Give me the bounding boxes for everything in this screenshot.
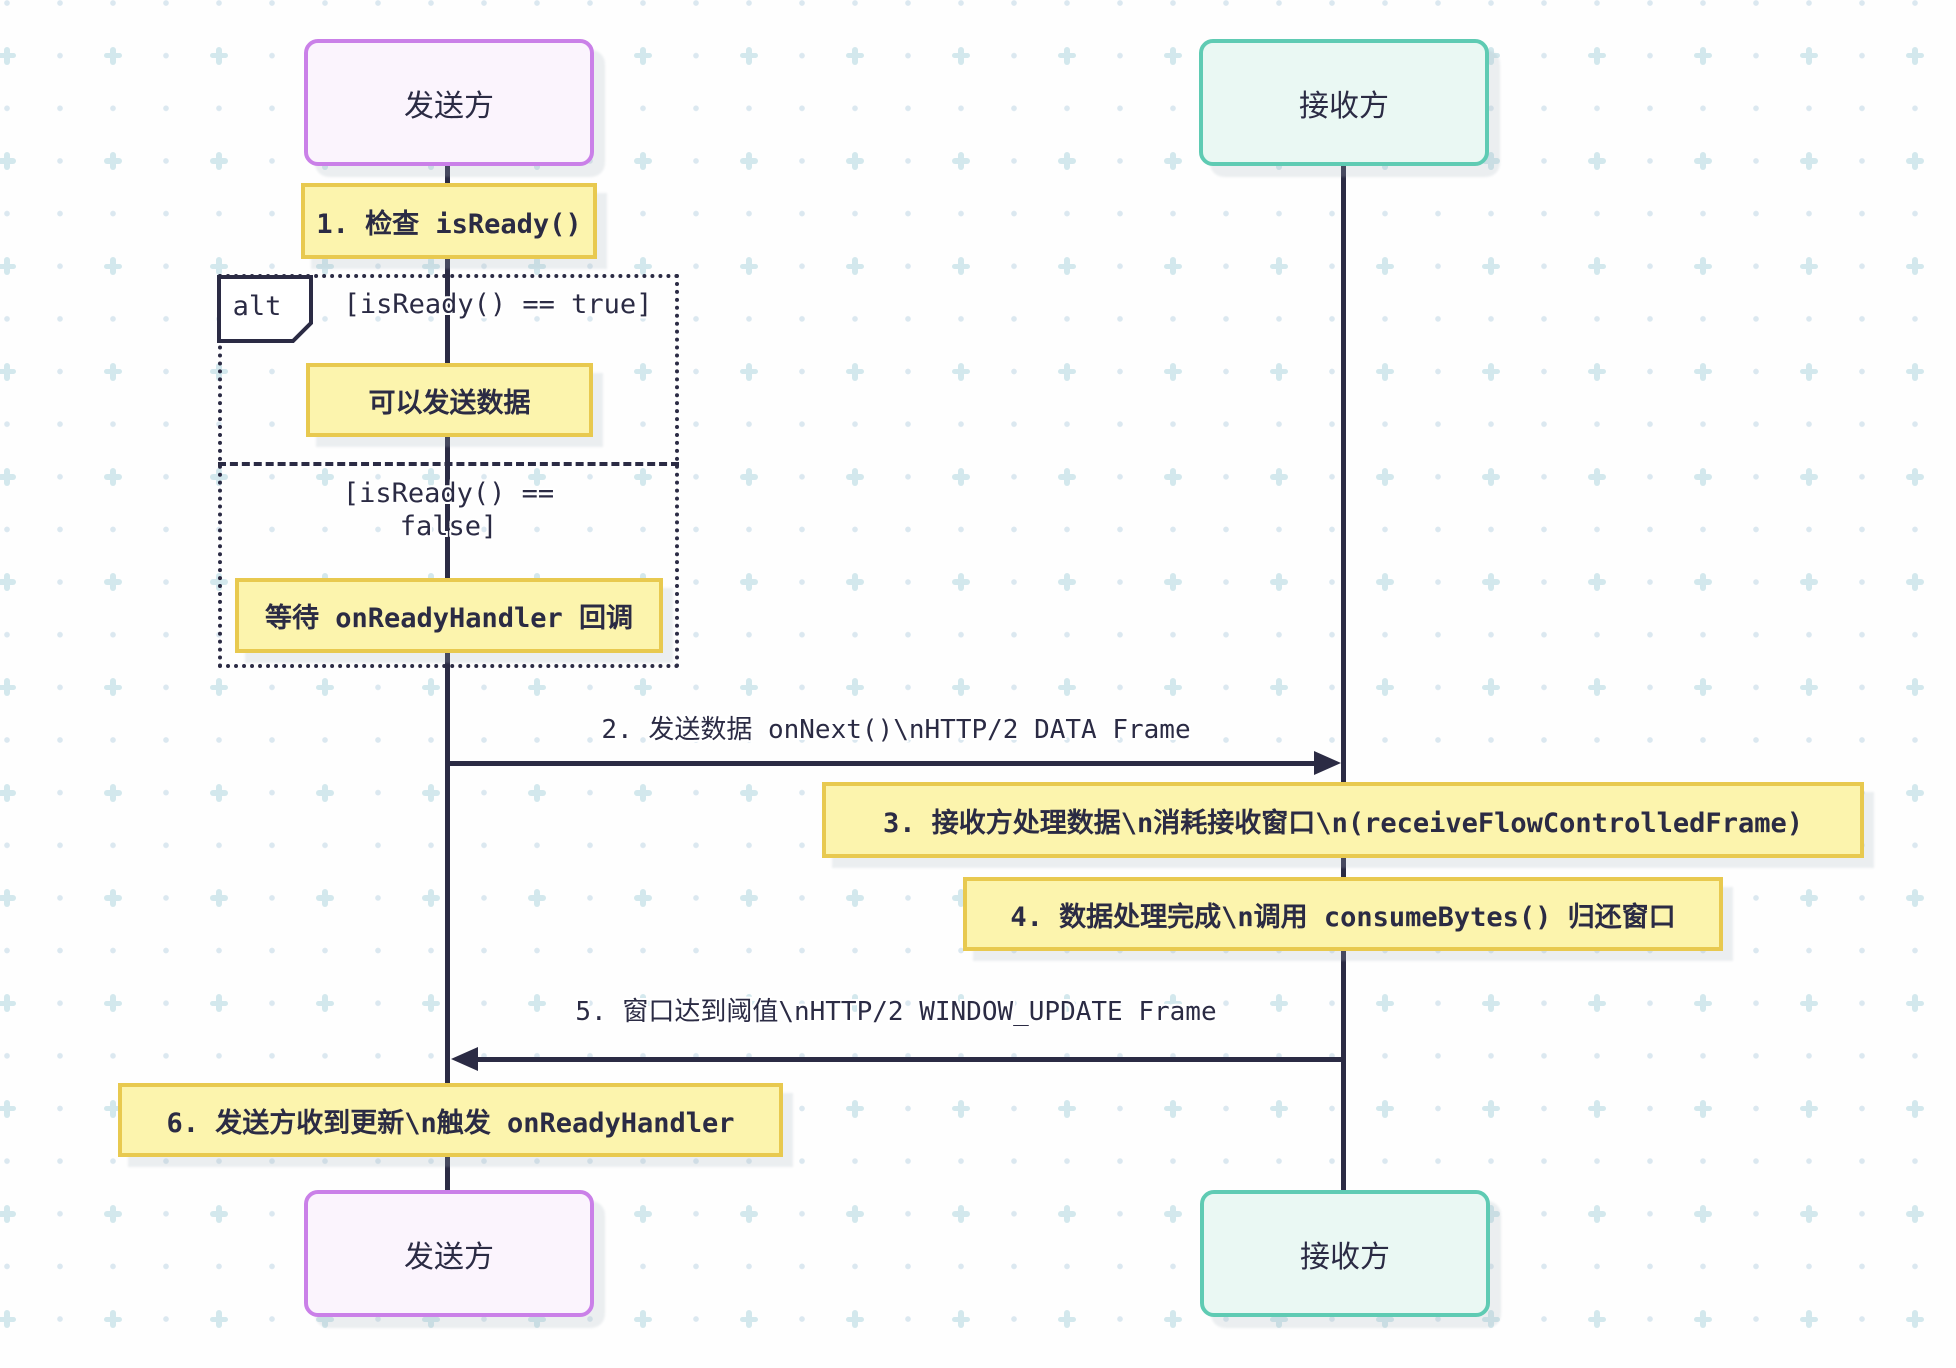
message-5-label: 5. 窗口达到阈值\nHTTP/2 WINDOW_UPDATE Frame — [575, 997, 1217, 1027]
message-2-line — [448, 761, 1322, 766]
actor-receiver-top: 接收方 — [1199, 39, 1489, 166]
message-2-label: 2. 发送数据 onNext()\nHTTP/2 DATA Frame — [601, 715, 1191, 745]
alt-condition-true: [isReady() == true] — [343, 289, 653, 320]
alt-label-text: alt — [232, 290, 282, 322]
note-step1-text: 1. 检查 isReady() — [316, 208, 582, 240]
actor-sender-top: 发送方 — [304, 39, 594, 166]
alt-condition-false: [isReady() == false] — [342, 478, 555, 542]
alt-label-shape — [217, 275, 313, 343]
actor-sender-bottom-label: 发送方 — [404, 1239, 494, 1275]
message-2-arrowhead-icon — [1314, 751, 1341, 775]
lifeline-receiver — [1341, 166, 1346, 1190]
actor-sender-bottom: 发送方 — [304, 1190, 594, 1317]
message-5-arrowhead-icon — [451, 1047, 478, 1071]
note-step6: 6. 发送方收到更新\n触发 onReadyHandler — [118, 1083, 783, 1157]
note-step1: 1. 检查 isReady() — [301, 183, 597, 259]
note-step3-text: 3. 接收方处理数据\n消耗接收窗口\n(receiveFlowControll… — [883, 807, 1803, 839]
alt-frame — [218, 274, 679, 668]
actor-receiver-top-label: 接收方 — [1299, 88, 1389, 124]
note-step3: 3. 接收方处理数据\n消耗接收窗口\n(receiveFlowControll… — [822, 782, 1864, 858]
message-5-line — [474, 1057, 1344, 1062]
alt-divider — [218, 462, 679, 466]
note-wait-callback: 等待 onReadyHandler 回调 — [235, 578, 663, 653]
note-can-send: 可以发送数据 — [306, 363, 593, 437]
note-step4-text: 4. 数据处理完成\n调用 consumeBytes() 归还窗口 — [1010, 901, 1676, 933]
lifeline-sender — [445, 166, 450, 1190]
actor-receiver-bottom-label: 接收方 — [1300, 1239, 1390, 1275]
note-wait-callback-text: 等待 onReadyHandler 回调 — [264, 603, 634, 634]
actor-sender-top-label: 发送方 — [404, 88, 494, 124]
actor-receiver-bottom: 接收方 — [1200, 1190, 1490, 1317]
note-step4: 4. 数据处理完成\n调用 consumeBytes() 归还窗口 — [963, 877, 1723, 951]
note-can-send-text: 可以发送数据 — [368, 387, 531, 419]
note-step6-text: 6. 发送方收到更新\n触发 onReadyHandler — [166, 1107, 735, 1139]
alt-label: alt — [217, 275, 313, 343]
